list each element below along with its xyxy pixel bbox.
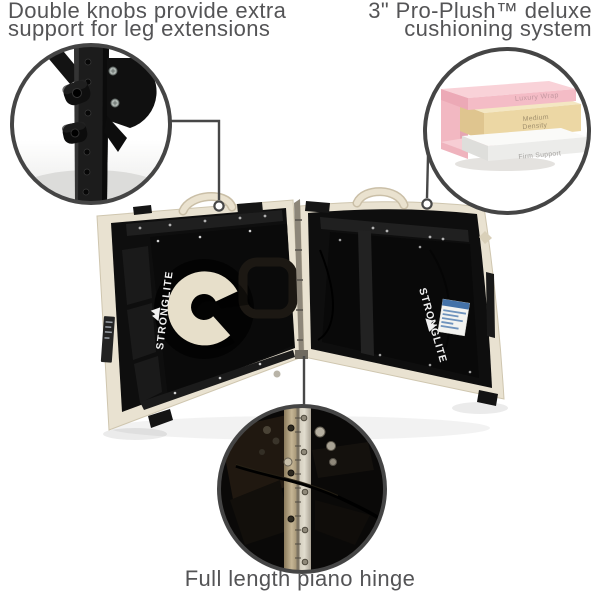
firm-support-label: Firm Support (518, 150, 561, 161)
right-center-bar (358, 230, 374, 356)
luxury-wrap-label: Luxury Wrap (515, 92, 559, 103)
right-bottom-foot (477, 390, 498, 406)
right-edge-slot (486, 272, 495, 338)
leg-bracket-plate (107, 58, 157, 128)
table-shadow-right (452, 402, 508, 414)
callout-circle-right (423, 47, 591, 215)
table-right-half: STRONGLITE (299, 187, 505, 406)
left-bottom-rail (140, 350, 295, 410)
caption-piano-hinge: Full length piano hinge (184, 566, 416, 591)
right-carry-handle (354, 188, 407, 208)
medium-density-label-line2: Density (522, 122, 548, 131)
hinge-leaf-left (284, 406, 298, 572)
leg-latch (104, 116, 127, 152)
adjustment-holes (82, 58, 92, 196)
luxury-wrap-layer: Luxury Wrap (441, 81, 576, 110)
left-pockets (122, 246, 162, 403)
caption-pro-plush: 3" Pro-Plush™ deluxe cushioning system (368, 0, 592, 41)
connector-pro-plush (425, 155, 430, 199)
hinge-detail-photo (220, 406, 383, 572)
right-platform-screws (338, 238, 472, 374)
hinge-screws (283, 414, 309, 566)
left-bottom-foot (148, 409, 173, 428)
callout-connectors (169, 119, 430, 406)
hinge-cable (235, 464, 383, 522)
headrest-bracket (238, 257, 298, 319)
callout-piano-hinge (217, 404, 387, 574)
table-left-half: STRONGLITE (96, 192, 303, 431)
callout-circle-bottom (217, 404, 387, 574)
massage-table-photo: STRONGLITE (96, 187, 508, 440)
hinge-knuckle (296, 406, 300, 572)
medium-density-label-line1: Medium (523, 114, 550, 123)
shell-emboss-logo (479, 231, 492, 244)
hinge-bolts (259, 426, 337, 466)
left-clasp (237, 202, 263, 214)
mountain-icon (425, 318, 437, 332)
firm-support-layer: Firm Support (462, 128, 587, 161)
right-beam-screws (371, 226, 445, 241)
right-cable-1 (317, 249, 334, 341)
bracket-screws (108, 66, 120, 108)
caption-double-knobs: Double knobs provide extra support for l… (8, 0, 287, 41)
right-top-beam (320, 217, 469, 242)
left-top-foot (133, 205, 152, 215)
left-bolt (273, 370, 281, 378)
callout-circle-left (10, 43, 172, 205)
callout-double-knobs (10, 43, 172, 205)
left-carry-handle (180, 193, 235, 214)
connector-double-knobs (169, 119, 221, 200)
connector-ring-left (213, 200, 225, 212)
upper-knob (62, 79, 91, 106)
mountain-icon (150, 307, 161, 322)
hinge-segments (295, 417, 301, 559)
cushion-layers-diagram: Medium Density Firm Support Luxury Wrap (441, 81, 587, 171)
lower-knob (61, 121, 88, 144)
left-beam-screws (138, 214, 267, 230)
left-top-beam (126, 210, 283, 236)
caption-double-knobs-line1: Double knobs provide extra (8, 0, 287, 23)
table-shadow-left (103, 428, 167, 440)
shell-side-label (100, 316, 115, 363)
left-platform-screws (156, 229, 262, 395)
connector-ring-right (421, 198, 433, 210)
right-clasp (305, 201, 330, 213)
center-hinge-seam (294, 199, 308, 359)
face-cradle-cushion (167, 271, 238, 346)
caption-pro-plush-line2: cushioning system (404, 16, 592, 41)
caption-double-knobs-line2: support for leg extensions (8, 16, 271, 41)
product-label-sticker (437, 298, 470, 337)
caption-pro-plush-line1: 3" Pro-Plush™ deluxe (368, 0, 592, 23)
knob-detail-photo (15, 45, 167, 203)
callout-pro-plush: Medium Density Firm Support Luxury Wrap (423, 47, 591, 215)
